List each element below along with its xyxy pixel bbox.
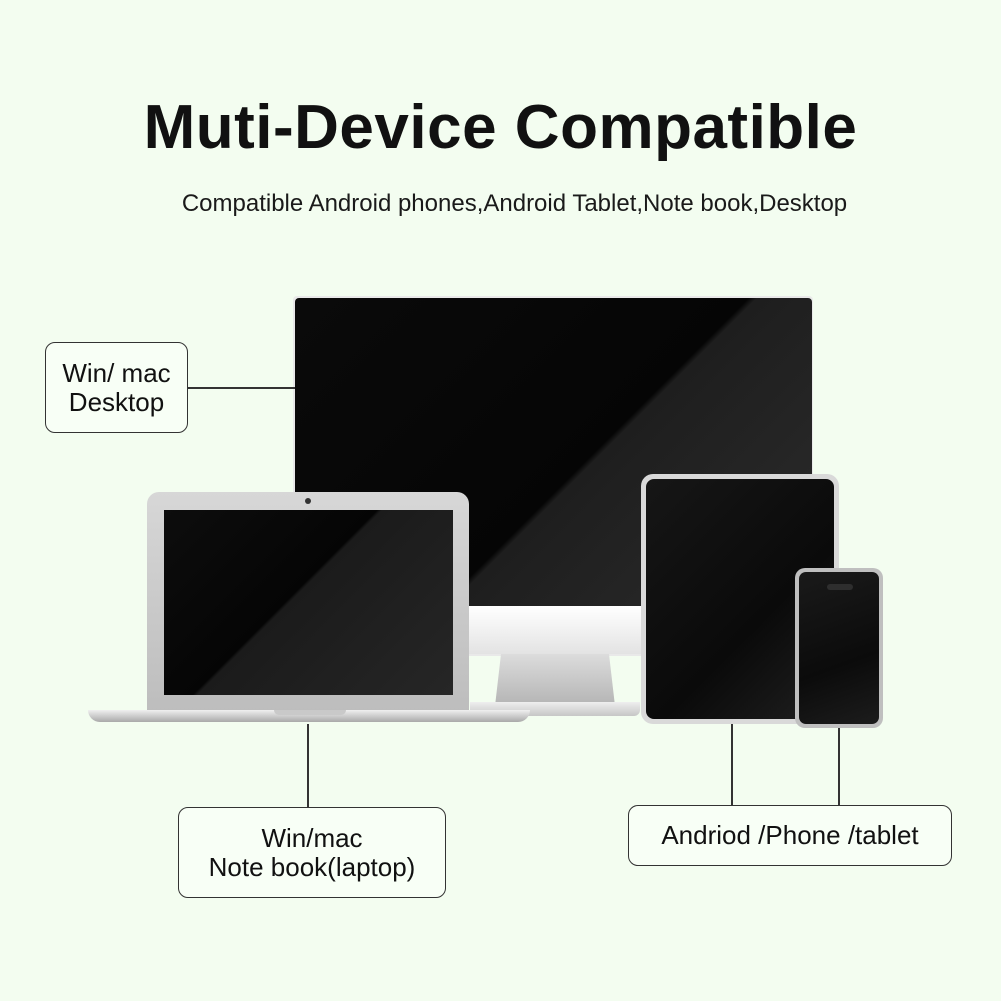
page-title: Muti-Device Compatible [143, 93, 858, 162]
laptop-base [88, 710, 530, 722]
phone-connector-line [838, 728, 840, 806]
laptop-label-line2: Note book(laptop) [208, 851, 416, 882]
laptop-label-line1: Win/mac [261, 822, 363, 853]
laptop-screen [164, 510, 453, 695]
laptop-notch [274, 710, 346, 715]
desktop-label-line1: Win/ mac [62, 357, 171, 388]
laptop-camera-icon [305, 498, 311, 504]
mobile-label-box: Andriod /Phone /tablet [628, 805, 952, 866]
desktop-label-line2: Desktop [68, 386, 165, 417]
mobile-label-text: Andriod /Phone /tablet [661, 820, 919, 850]
laptop-connector-line [307, 724, 309, 808]
laptop-label-box: Win/mac Note book(laptop) [178, 807, 446, 898]
desktop-stand [495, 654, 615, 706]
page-subtitle: Compatible Android phones,Android Tablet… [181, 190, 848, 217]
desktop-label-box: Win/ mac Desktop [45, 342, 188, 433]
phone-earpiece-icon [827, 584, 853, 590]
tablet-connector-line [731, 724, 733, 806]
desktop-connector-line [187, 387, 295, 389]
phone-screen [799, 572, 879, 724]
